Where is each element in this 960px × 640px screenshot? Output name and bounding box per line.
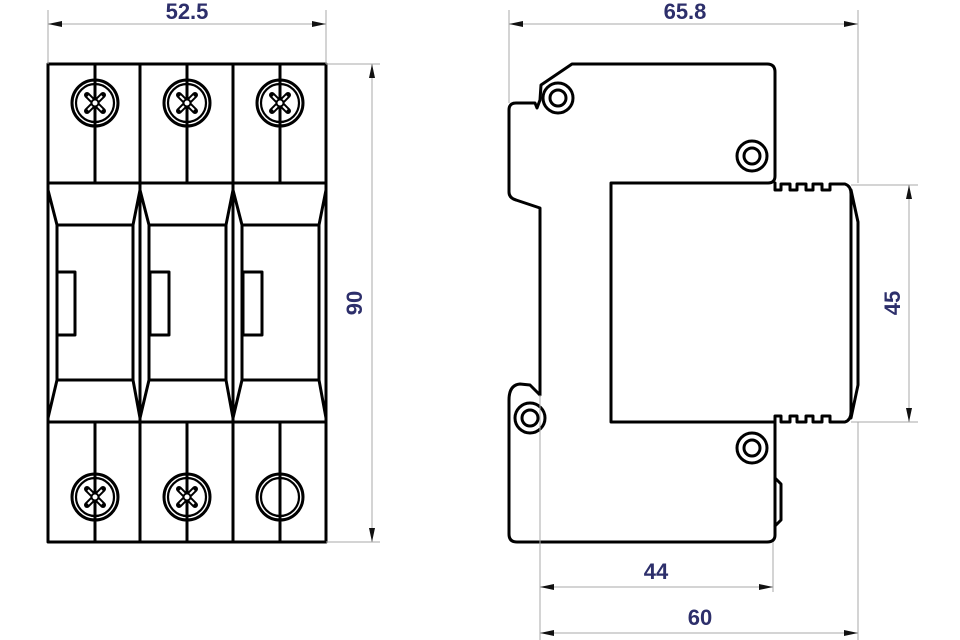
rivet-icon [735, 139, 769, 173]
terminal-center-lines [93, 62, 282, 544]
dimension-label: 60 [688, 605, 712, 630]
rivet-icon [541, 81, 575, 115]
indicator-window [241, 270, 264, 337]
dimension-label: 44 [644, 559, 669, 584]
dimension-height-front: 90 [326, 63, 380, 543]
dimension-depth-60: 60 [540, 422, 859, 640]
indicator-window [148, 270, 171, 337]
dimension-label: 45 [880, 291, 905, 315]
side-knob [773, 476, 783, 528]
side-view [507, 62, 860, 544]
dimension-depth-total: 65.8 [508, 0, 859, 183]
dimension-depth-44: 44 [539, 395, 774, 640]
dimension-label: 90 [342, 291, 367, 315]
rivet-icon [735, 431, 769, 465]
dimension-label: 52.5 [166, 0, 209, 24]
dimension-label: 65.8 [664, 0, 707, 24]
empty-terminal-icon [255, 472, 305, 522]
dimension-front-height: 45 [851, 184, 918, 423]
pole-3 [231, 188, 328, 420]
pole-2 [138, 188, 235, 420]
indicator-window [55, 270, 77, 337]
rivet-icon [513, 401, 547, 435]
side-outline [507, 62, 777, 544]
pole-1 [46, 188, 142, 420]
front-view [46, 62, 328, 544]
front-cover-ridges [773, 181, 853, 424]
dimension-width-front: 52.5 [47, 0, 327, 64]
